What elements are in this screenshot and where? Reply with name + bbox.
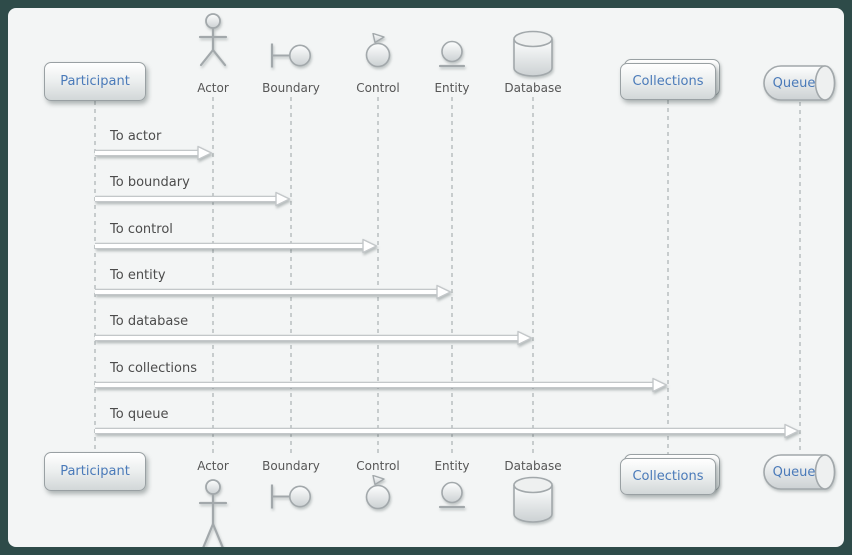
queue-lifeline — [799, 102, 801, 453]
message-label: To entity — [110, 268, 166, 283]
database-label: Database — [504, 459, 562, 473]
participant-box: Participant — [44, 62, 146, 101]
message-label: To database — [110, 314, 189, 329]
message-label: To queue — [110, 407, 169, 422]
message-label: To boundary — [110, 175, 190, 190]
message-label: To control — [110, 222, 173, 237]
message-arrow — [95, 283, 452, 301]
control-lifeline — [377, 97, 379, 457]
message-arrow — [95, 190, 291, 208]
boundary-lifeline — [290, 97, 292, 457]
message-label: To actor — [110, 129, 162, 144]
queue-icon — [761, 453, 839, 491]
database-icon — [512, 30, 554, 77]
control-label: Control — [356, 81, 400, 95]
boundary-icon — [269, 42, 313, 69]
message-arrow — [95, 422, 800, 440]
actor-label: Actor — [197, 81, 229, 95]
message-arrow — [95, 329, 533, 347]
entity-label: Entity — [434, 81, 470, 95]
entity-icon — [436, 481, 468, 509]
boundary-label: Boundary — [262, 459, 320, 473]
message-label: To collections — [110, 361, 197, 376]
participant-lifeline — [94, 101, 96, 452]
collections-box: Collections — [620, 458, 716, 495]
entity-label: Entity — [434, 459, 470, 473]
participant-box: Participant — [44, 452, 146, 491]
control-icon — [361, 475, 395, 511]
database-lifeline — [532, 97, 534, 457]
message-arrow — [95, 376, 668, 394]
message-arrow — [95, 237, 378, 255]
boundary-icon — [269, 483, 313, 510]
entity-lifeline — [451, 97, 453, 457]
control-icon — [361, 33, 395, 69]
boundary-label: Boundary — [262, 81, 320, 95]
database-label: Database — [504, 81, 562, 95]
actor-lifeline — [212, 97, 214, 457]
actor-icon — [189, 12, 237, 68]
queue-label: Queue — [772, 464, 816, 480]
entity-icon — [436, 40, 468, 68]
actor-icon — [189, 478, 237, 547]
collections-box: Collections — [620, 63, 716, 100]
collections-lifeline — [667, 100, 669, 458]
control-label: Control — [356, 459, 400, 473]
database-icon — [512, 476, 554, 523]
actor-label: Actor — [197, 459, 229, 473]
message-arrow — [95, 144, 213, 162]
queue-label: Queue — [772, 75, 816, 91]
queue-icon — [761, 64, 839, 102]
